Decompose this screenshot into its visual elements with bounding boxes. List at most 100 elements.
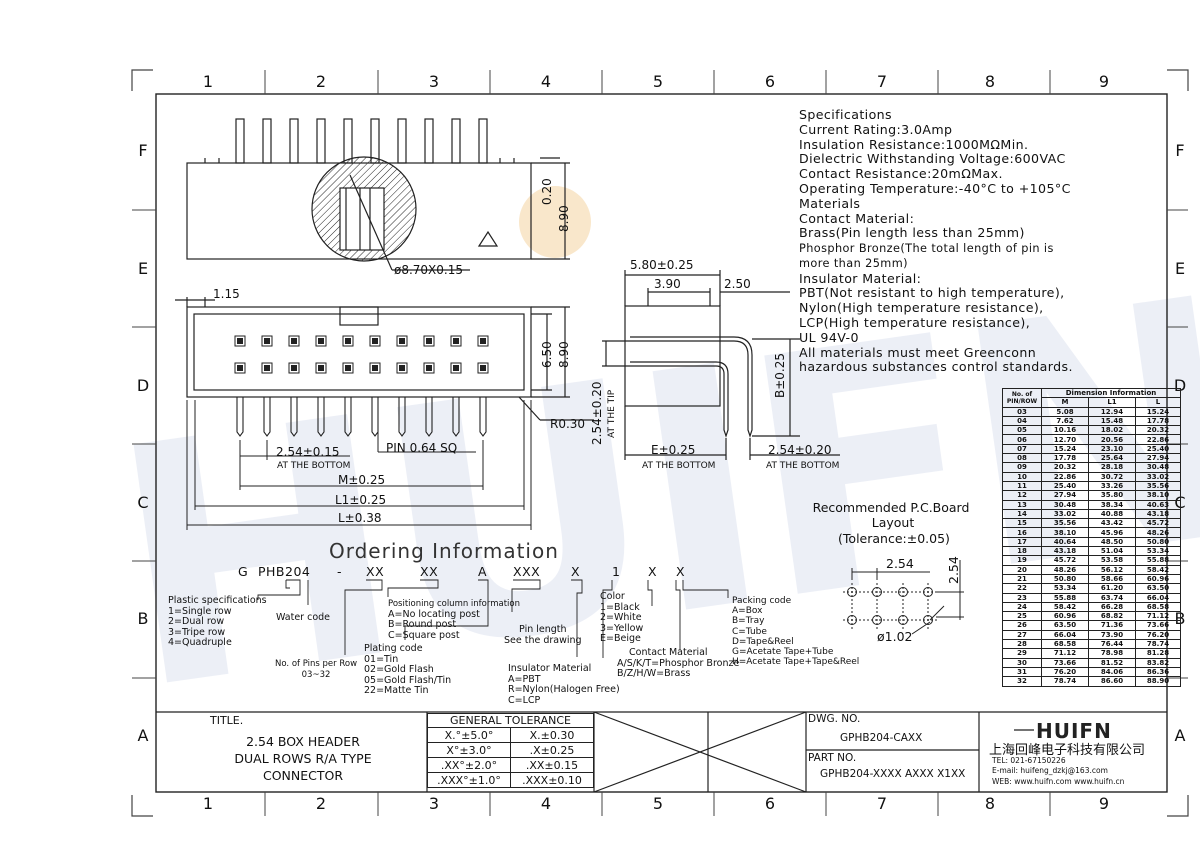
ord-line: 22=Matte Tin [364,685,429,697]
dim-table-cell: 68.58 [1041,638,1089,650]
dim-table-cell: 48.26 [1135,527,1181,538]
tolerance-header: GENERAL TOLERANCE [427,713,594,728]
frame-corners [131,69,1189,817]
dim-table-cell: 86.60 [1088,676,1136,687]
row-label: F [138,141,147,160]
dim-table-cell: 13 [1002,499,1042,510]
dim-table-pin-header: No. of PIN/ROW [1002,388,1042,408]
pcb-dim-hole: ø1.02 [877,629,912,644]
dim-table-cell: 09 [1002,462,1042,473]
dim-table-cell: 68.58 [1135,601,1181,613]
dim-table-cell: 35.56 [1041,518,1089,529]
dim-table-cell: 7.62 [1041,415,1089,427]
col-label: 8 [985,72,995,91]
dim-table-cell: 50.80 [1135,536,1181,548]
title-block [156,711,1167,793]
company-tel: TEL: 021-67150226 [992,756,1066,765]
dim-table-cell: 25.40 [1041,480,1089,492]
dim-table-cell: 21 [1002,573,1042,585]
dim-8.90-top: 8.90 [557,205,571,232]
ord-line: Positioning column information [388,599,520,609]
ord-line: Plastic specifications [168,595,267,606]
ordering-plastic: Plastic specifications 1=Single row 2=Du… [168,595,267,649]
dim-e-note: AT THE BOTTOM [642,461,715,471]
pcb-title-1: Recommended P.C.Board [813,500,970,515]
dim-table-cell: 71.36 [1088,620,1136,631]
dim-pin-sq: PIN 0.64 SQ [386,441,457,455]
code-part: X [571,564,580,579]
dim-table-cell: 30 [1002,657,1042,668]
dim-table-cell: 04 [1002,415,1042,427]
dim-table-cell: 12.70 [1041,434,1089,445]
tol-linear: .XX±0.15 [510,757,594,773]
dim-table-cell: 14 [1002,508,1042,520]
dim-table-cell: 71.12 [1135,611,1181,622]
ord-line: A=PBT [508,673,541,685]
dim-table-cell: 55.88 [1041,592,1089,603]
dwg-label: DWG. NO. [808,713,861,725]
dwg-number: GPHB204-CAXX [840,732,923,744]
dim-table-cell: 12.94 [1088,406,1136,417]
col-label: 4 [541,794,551,813]
ordering-plating: Plating code 01=Tin 02=Gold Flash 05=Gol… [364,643,451,697]
dim-h2.54-note: AT THE BOTTOM [766,461,839,471]
ord-line: Pin length [519,624,567,635]
spec-phosphor: Phosphor Bronze(The total length of pin … [799,242,1054,271]
col-label: 3 [429,794,439,813]
dim-table-cell: 58.42 [1041,601,1089,613]
spec-ul: UL 94V-0 [799,329,859,345]
title-line-3: CONNECTOR [262,768,344,783]
dim-table-cell: 68.82 [1088,611,1136,622]
dim-table-cell: 31 [1002,666,1042,678]
dim-table-cell: 45.96 [1088,527,1136,538]
ordering-npins: No. of Pins per Row 03~32 [275,659,357,680]
title-label: TITLE. [210,714,244,727]
ordering-contact: Contact Material A/S/K/T=Phosphor Bronze… [617,647,739,680]
dim-table-cell: 28.18 [1088,462,1136,473]
ord-line: 03~32 [301,669,331,680]
dim-table-cell: 15 [1002,518,1042,529]
company-name: 上海回峰电子科技有限公司 [989,743,1146,758]
tol-angle: X.°±5.0° [427,727,511,743]
spec-dielectric: Dielectric Withstanding Voltage:600VAC [799,151,1066,167]
spec-temperature: Operating Temperature:-40°C to +105°C [799,180,1071,196]
ord-line: No. of Pins per Row [275,659,358,669]
dim-table-cell: 15.48 [1088,415,1136,427]
col-label: 9 [1099,794,1109,813]
dim-table-cell: 63.50 [1135,583,1181,594]
dim-pitch-note: AT THE BOTTOM [277,461,350,471]
dim-table-cell: 73.66 [1041,657,1089,668]
dim-table-cell: 10 [1002,471,1042,482]
dim-table-cell: 33.02 [1135,471,1181,482]
ordering-packing: Packing code A=Box B=Tray C=Tube D=Tape&… [732,596,859,667]
ord-line: B/Z/H/W=Brass [617,668,691,680]
ord-line: E=Beige [600,633,641,645]
title-line-1: 2.54 BOX HEADER [246,734,360,749]
code-part: A [478,564,487,579]
dim-table-cell: 38.34 [1088,499,1136,510]
col-label: 5 [653,72,663,91]
dim-table-cell: 78.98 [1088,648,1136,659]
row-label: D [137,376,149,395]
spec-insulator: Insulator Material: [799,270,922,286]
part-label: PART NO. [808,752,857,764]
dim-table-cell: 35.80 [1088,490,1136,501]
spec-heading: Specifications [799,107,893,122]
dim-table-cell: 22.86 [1135,434,1181,445]
dim-table-cell: 28 [1002,638,1042,650]
ord-line: Water code [276,612,331,623]
dim-table-cell: 03 [1002,406,1042,417]
dim-table-cell: 38.10 [1041,527,1089,538]
dim-table-cell: 66.04 [1041,629,1089,641]
ord-line: G=Acetate Tape+Tube [732,647,834,658]
spec-nylon: Nylon(High temperature resistance), [799,300,1044,316]
code-part: X [648,564,657,579]
